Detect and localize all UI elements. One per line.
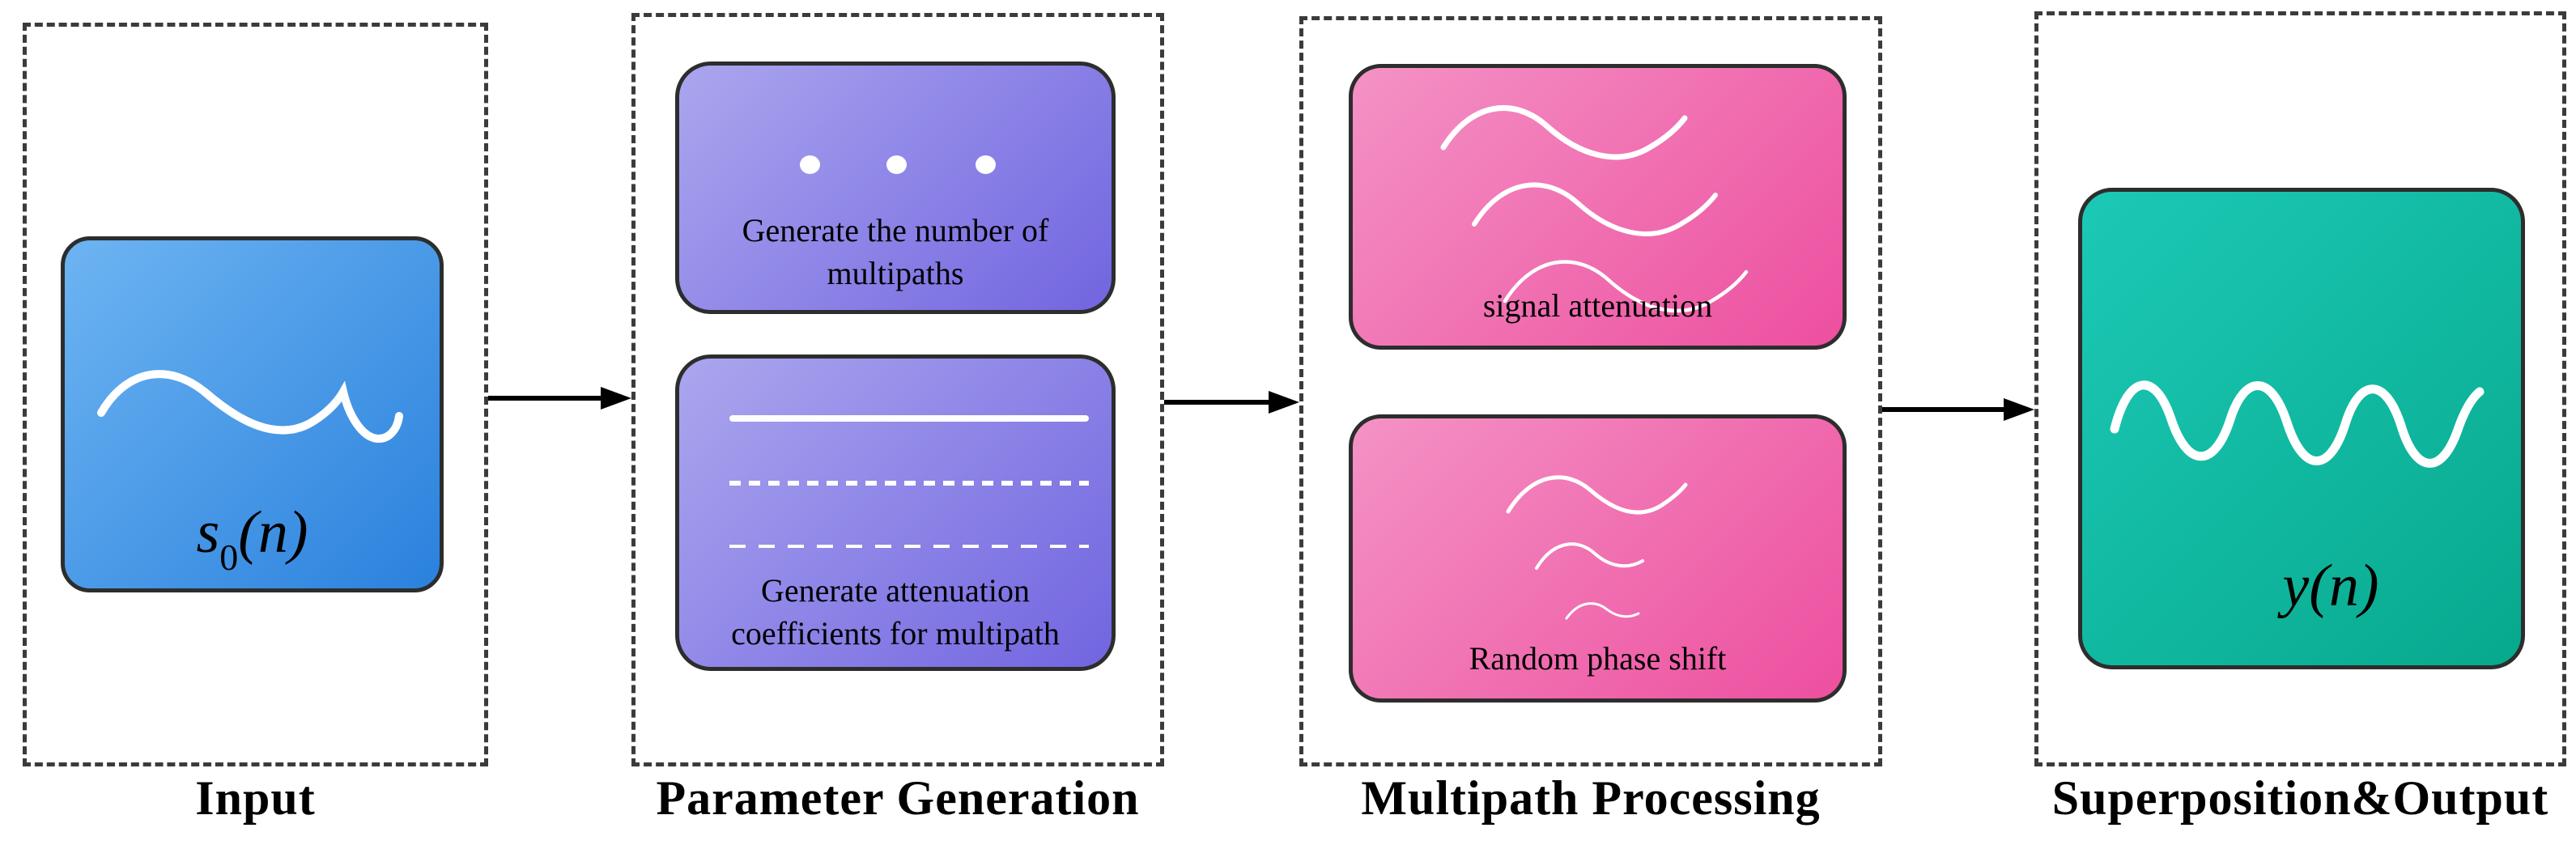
stage-superposition-output-label: Superposition&Output xyxy=(2051,771,2549,825)
multipath-number-caption: Generate the number of multipaths xyxy=(679,210,1112,295)
arrow-head-icon xyxy=(2004,398,2034,421)
fading-waves-icon xyxy=(1506,475,1688,620)
caption-line: coefficients for multipath xyxy=(731,615,1060,652)
output-sine-wave-icon xyxy=(2110,380,2485,468)
arrow-shaft xyxy=(488,396,607,401)
arrow-shaft xyxy=(1882,407,2010,412)
wave-path xyxy=(1472,182,1718,236)
flow-arrow-multipath-to-output xyxy=(1882,397,2034,422)
stage-input xyxy=(23,23,488,766)
input-wave-icon xyxy=(97,370,403,443)
stage-multipath-processing-label: Multipath Processing xyxy=(1361,771,1821,825)
formula-base: s xyxy=(196,499,220,566)
sparse-dashed-line-icon xyxy=(729,545,1089,548)
wave-path xyxy=(1535,542,1644,570)
flow-arrow-parameter-to-multipath xyxy=(1164,389,1299,415)
random-phase-shift-caption: Random phase shift xyxy=(1469,640,1727,677)
random-phase-shift-card: Random phase shift xyxy=(1349,414,1847,703)
formula-args: (n) xyxy=(238,499,308,566)
dashed-line-icon xyxy=(729,481,1089,486)
multipath-number-card: Generate the number of multipaths xyxy=(675,62,1116,314)
output-sine-path xyxy=(2110,380,2485,468)
stage-parameter-generation xyxy=(631,13,1164,766)
arrow-head-icon xyxy=(1269,391,1299,414)
flow-arrow-input-to-parameter xyxy=(488,385,631,411)
stage-multipath-processing xyxy=(1299,16,1882,766)
output-signal-card: y(n) xyxy=(2078,188,2525,669)
caption-line: multipaths xyxy=(827,255,964,292)
stage-parameter-generation-label: Parameter Generation xyxy=(656,771,1140,825)
formula-subscript: 0 xyxy=(219,537,239,578)
arrow-shaft xyxy=(1164,400,1275,405)
output-signal-formula: y(n) xyxy=(2111,552,2550,621)
caption-line: Generate the number of xyxy=(742,212,1049,249)
stacked-waves-icon xyxy=(1440,104,1749,313)
wave-path xyxy=(1565,602,1640,620)
wave-path xyxy=(1503,260,1749,313)
input-signal-card: s0(n) xyxy=(61,236,444,592)
attenuation-coefficients-card: Generate attenuation coefficients for mu… xyxy=(675,354,1116,671)
caption-line: Generate attenuation xyxy=(760,572,1031,609)
solid-line-icon xyxy=(729,415,1089,422)
signal-attenuation-caption: signal attenuation xyxy=(1482,287,1713,325)
dot xyxy=(976,155,996,174)
wave-path xyxy=(1440,104,1688,160)
input-wave-path xyxy=(97,370,403,443)
attenuation-coefficients-caption: Generate attenuation coefficients for mu… xyxy=(679,570,1112,656)
arrow-head-icon xyxy=(601,387,631,410)
dot xyxy=(886,155,907,174)
stage-superposition-output xyxy=(2034,11,2566,766)
stage-input-label: Input xyxy=(195,771,316,825)
signal-attenuation-card: signal attenuation xyxy=(1349,64,1847,350)
input-signal-formula: s0(n) xyxy=(65,499,440,576)
wave-path xyxy=(1506,475,1688,515)
formula-base: y xyxy=(2282,553,2310,619)
formula-args: (n) xyxy=(2309,553,2379,619)
dot xyxy=(800,155,820,174)
